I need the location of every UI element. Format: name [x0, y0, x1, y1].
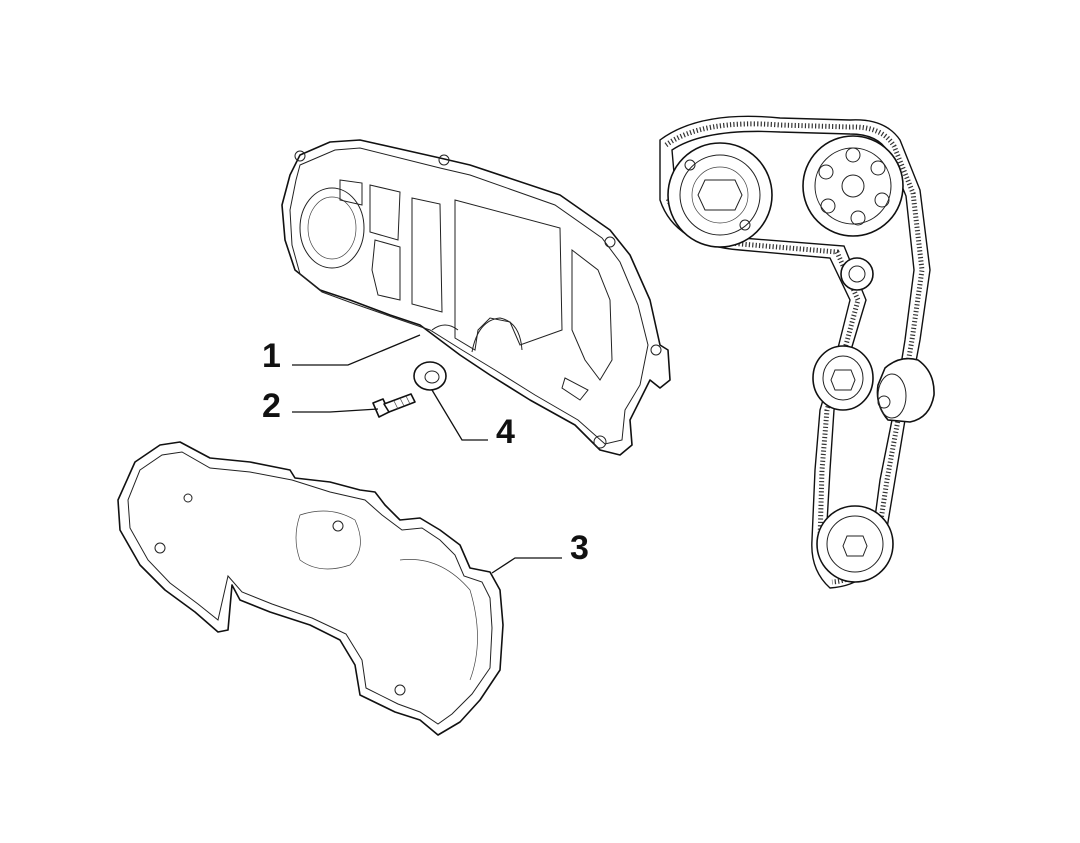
leader-line-2	[292, 408, 379, 413]
mounting-hole-icon	[593, 435, 607, 449]
hex-hub-icon	[842, 535, 868, 557]
tensioner-pulley	[812, 345, 874, 411]
hex-hub-icon	[697, 179, 743, 211]
callout-3: 3	[570, 529, 589, 567]
camshaft-pulley-right	[802, 135, 904, 237]
leader-lines	[292, 334, 562, 574]
idler-pulley-upper	[840, 257, 874, 291]
mounting-hole-icon	[332, 520, 344, 532]
callout-1: 1	[262, 337, 281, 375]
mounting-hole-icon	[650, 344, 662, 356]
sprocket-opening-icon	[299, 187, 365, 269]
crankshaft-pulley	[816, 505, 894, 583]
timing-cover-inner	[281, 139, 671, 456]
callout-4: 4	[496, 413, 515, 451]
leader-line-1	[292, 334, 421, 366]
center-bolt-icon	[841, 174, 865, 198]
leader-line-3	[491, 557, 562, 574]
idler-pulley-side	[876, 357, 935, 423]
leader-line-4	[431, 389, 488, 441]
mounting-hole-icon	[604, 236, 616, 248]
callout-2: 2	[262, 387, 281, 425]
timing-cover-outer	[117, 441, 504, 736]
mounting-hole-icon	[294, 150, 306, 162]
mounting-hole-icon	[183, 493, 193, 503]
bolt	[372, 393, 416, 418]
mounting-hole-icon	[438, 154, 450, 166]
timing-belt-assembly	[659, 115, 935, 589]
camshaft-pulley-left	[667, 142, 773, 248]
mounting-hole-icon	[394, 684, 406, 696]
callout-labels: 1 2 3 4	[262, 337, 589, 567]
hex-hub-icon	[830, 369, 856, 391]
mounting-hole-icon	[154, 542, 166, 554]
washer	[413, 361, 447, 391]
